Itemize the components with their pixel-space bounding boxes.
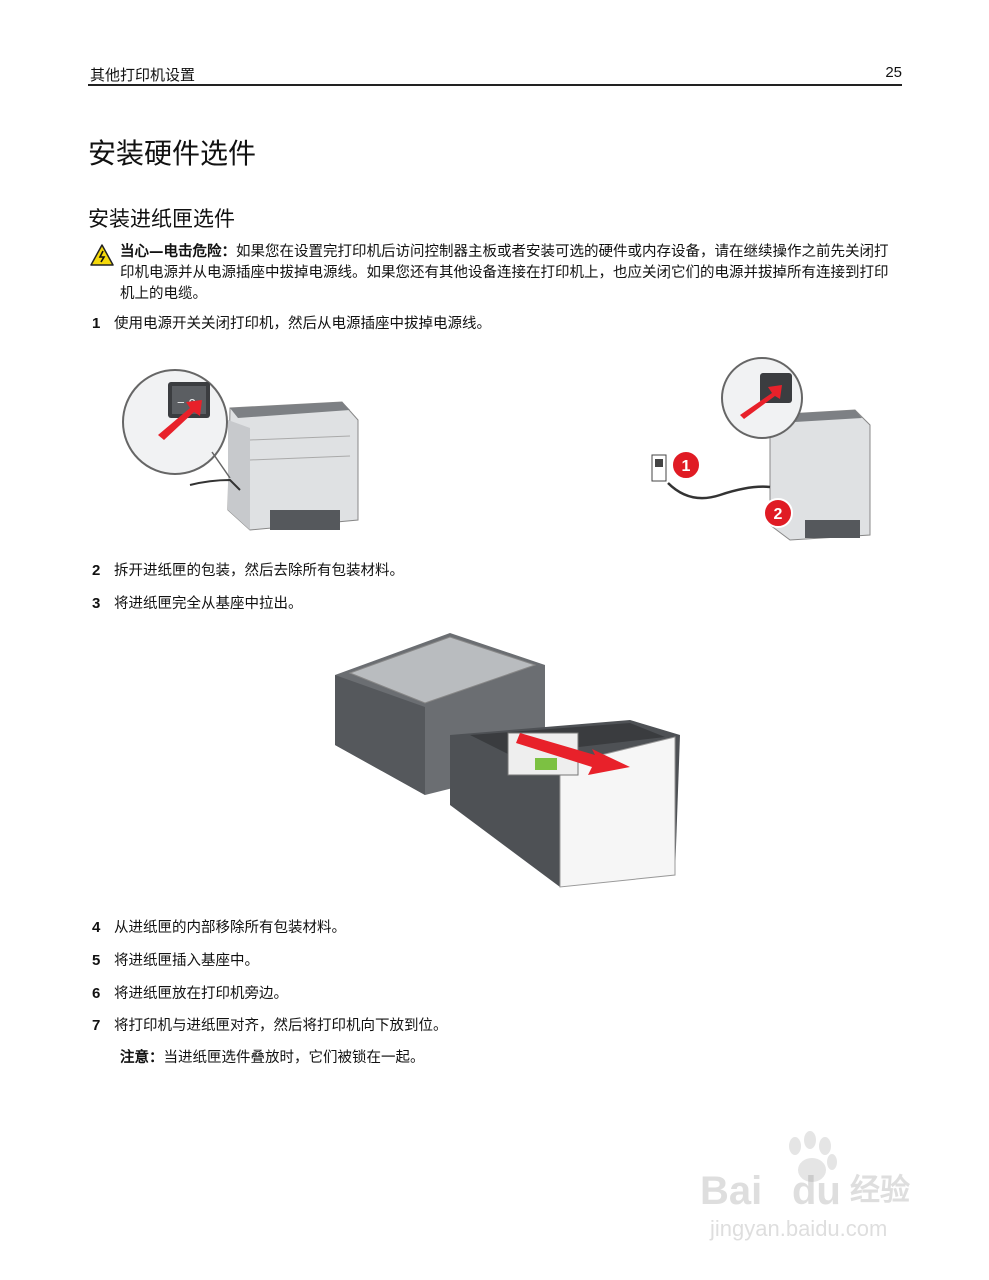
baidu-jingyan-watermark: Bai du 经验 jingyan.baidu.com (700, 1131, 910, 1241)
svg-text:jingyan.baidu.com: jingyan.baidu.com (709, 1216, 887, 1241)
section-title: 安装进纸匣选件 (88, 207, 235, 231)
unplug-power-cord-illustration: 1 2 (651, 357, 871, 541)
electric-shock-warning-icon (90, 244, 114, 266)
header-rule (88, 84, 902, 86)
red-arrow-icon (516, 733, 630, 775)
note-label: 注意： (120, 1050, 164, 1066)
warning-block: 当心—电击危险：如果您在设置完打印机后访问控制器主板或者安装可选的硬件或内存设备… (90, 242, 900, 305)
red-arrow-icon (740, 385, 782, 419)
svg-text:经验: 经验 (850, 1173, 910, 1208)
callout-1: 1 (671, 450, 701, 480)
svg-text:du: du (792, 1169, 841, 1213)
svg-text:1: 1 (682, 458, 691, 475)
svg-text:Bai: Bai (700, 1169, 762, 1213)
warning-label: 当心—电击危险： (120, 244, 236, 260)
callout-2: 2 (763, 498, 793, 528)
warning-text: 如果您在设置完打印机后访问控制器主板或者安装可选的硬件或内存设备，请在继续操作之… (120, 244, 889, 302)
running-header-section: 其他打印机设置 (90, 66, 196, 84)
printer-power-off-illustration: ‒ o (122, 369, 359, 531)
svg-text:2: 2 (774, 506, 783, 523)
red-arrow-icon (158, 400, 202, 440)
page-number: 25 (885, 64, 902, 81)
page-title: 安装硬件选件 (88, 137, 257, 170)
note: 注意：当进纸匣选件叠放时，它们被锁在一起。 (120, 1046, 425, 1067)
note-text: 当进纸匣选件叠放时，它们被锁在一起。 (163, 1050, 425, 1066)
pull-out-tray-illustration (335, 633, 680, 888)
